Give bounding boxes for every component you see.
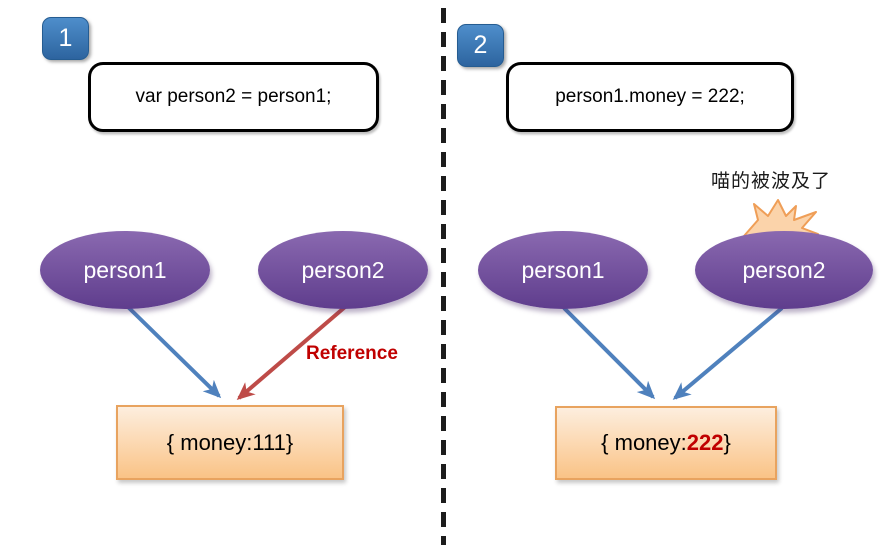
arrow-person1-to-object (125, 304, 222, 399)
code-box-step-2: person1.money = 222; (506, 62, 794, 132)
money-object-box-step-1: { money: 111 } (116, 405, 344, 480)
person2-label: person2 (742, 256, 826, 283)
panel-step-1: 1 var person2 = person1; person1 person2… (40, 17, 428, 480)
money-object-box-step-2: { money: 222 } (555, 406, 777, 480)
person1-node: person1 (40, 231, 210, 309)
code-text-step-1: var person2 = person1; (135, 86, 332, 107)
money-text-prefix: { money: (166, 429, 253, 455)
arrow-person1-to-object (562, 306, 656, 400)
code-text-step-2: person1.money = 222; (555, 86, 745, 107)
money-value-highlighted: 222 (686, 430, 724, 455)
arrow-person2-to-object (672, 306, 784, 400)
person1-node: person1 (478, 231, 648, 309)
code-box-step-1: var person2 = person1; (88, 62, 379, 132)
money-text-suffix: } (285, 429, 294, 455)
panel-divider-dashed-line (441, 8, 446, 545)
panel-step-2: 2 person1.money = 222; 喵的被波及了 person1 pe… (444, 0, 888, 551)
person2-node: person2 (695, 231, 873, 309)
person1-label: person1 (83, 256, 167, 283)
affected-callout-text: 喵的被波及了 (711, 171, 832, 192)
step-1-badge: 1 (42, 17, 89, 60)
person2-label: person2 (301, 256, 385, 283)
person1-label: person1 (521, 256, 605, 283)
step-2-badge: 2 (457, 24, 504, 67)
money-value: 111 (252, 429, 286, 455)
money-text-suffix: } (723, 430, 731, 455)
money-text-prefix: { money: (601, 430, 687, 455)
reference-label: Reference (306, 343, 398, 364)
person2-node: person2 (258, 231, 428, 309)
